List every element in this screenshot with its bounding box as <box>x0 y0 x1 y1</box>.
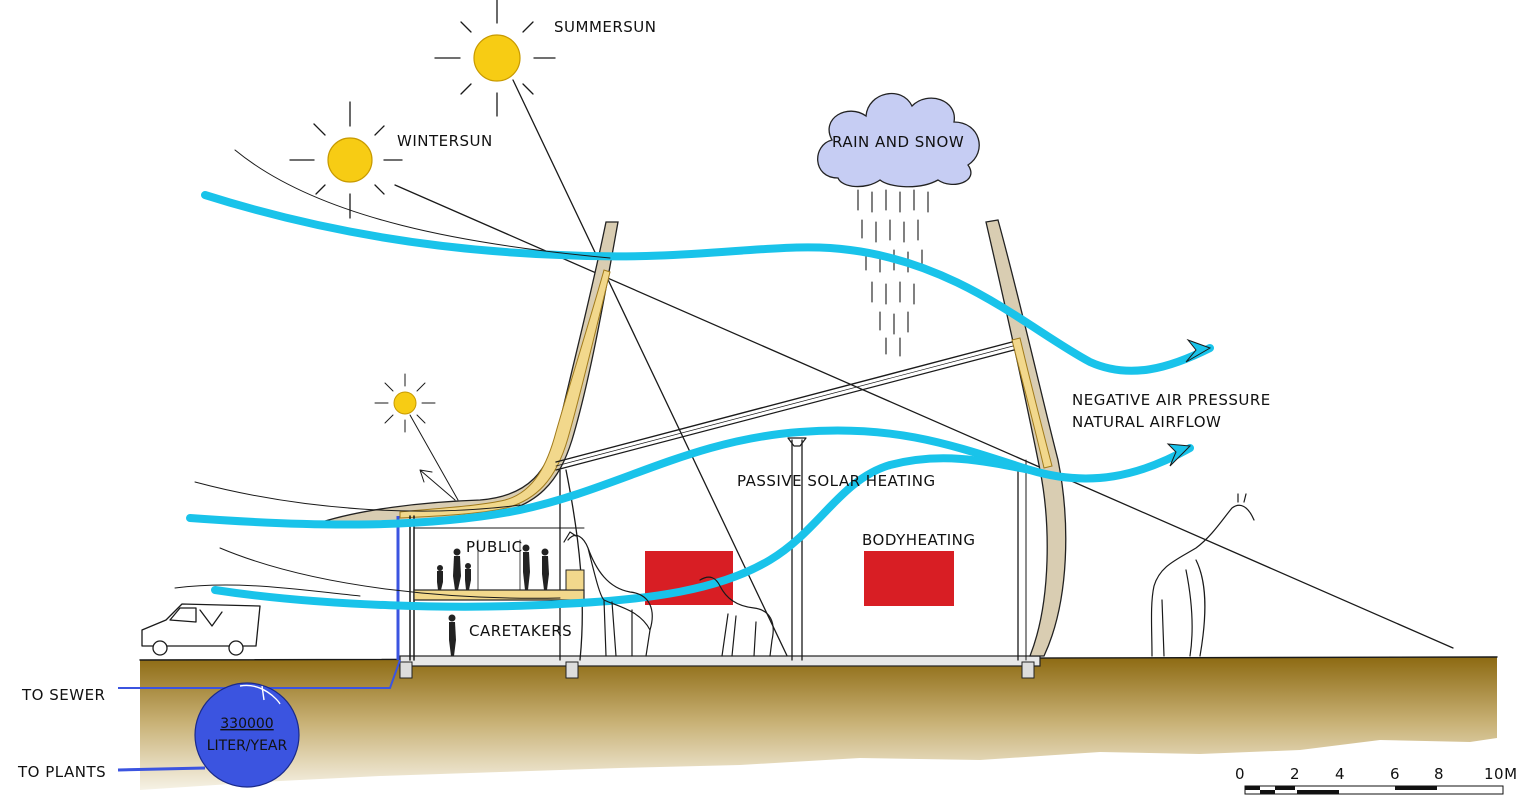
summer-sun-label: SUMMERSUN <box>554 18 657 36</box>
airflow-arrow-icon <box>211 454 1034 611</box>
van-icon <box>141 603 261 656</box>
giraffe-icon <box>1150 493 1255 657</box>
sun-icon <box>434 0 556 117</box>
winter-sun-label: WINTERSUN <box>397 132 493 150</box>
airflow-arrow-icon <box>186 426 1194 529</box>
tank-unit-label: LITER/YEAR <box>207 738 288 754</box>
building-section <box>321 219 1067 679</box>
tank-volume-label: 330000 <box>220 716 273 732</box>
scale-tick-2: 2 <box>1290 765 1300 783</box>
left-insulation <box>399 269 611 519</box>
to-sewer-label: TO SEWER <box>21 686 105 704</box>
airflows <box>174 149 1214 611</box>
to-plants-label: TO PLANTS <box>17 763 106 781</box>
water-system <box>117 659 401 788</box>
negative-air-label-1: NEGATIVE AIR PRESSURE <box>1072 391 1271 409</box>
giraffe-icon <box>699 576 774 657</box>
negative-air-label-2: NATURAL AIRFLOW <box>1072 413 1221 431</box>
roof-glazing-bottom <box>555 349 1015 471</box>
scale-tick-6: 6 <box>1390 765 1400 783</box>
airflow-arrow-icon <box>201 191 1214 375</box>
rain-lines <box>857 189 929 357</box>
scale-tick-10: 10M <box>1484 765 1517 783</box>
heat-panel <box>864 551 954 606</box>
caretakers-label: CARETAKERS <box>469 622 572 640</box>
floor-slab <box>399 655 1041 667</box>
right-shell <box>985 219 1067 657</box>
winter-sun-ray <box>394 184 1454 649</box>
rain-snow-label: RAIN AND SNOW <box>832 133 964 151</box>
cloud-icon <box>817 92 980 188</box>
passive-solar-label: PASSIVE SOLAR HEATING <box>737 472 936 490</box>
right-insulation <box>1011 337 1053 469</box>
public-label: PUBLIC <box>466 538 523 556</box>
summer-sun-ray <box>512 79 791 663</box>
scale-bar: 0 2 4 6 8 10M <box>1235 765 1517 795</box>
roof-glazing-top <box>555 341 1013 463</box>
gallery-deck <box>413 589 585 601</box>
sun-ray-lines <box>394 79 1454 663</box>
giraffe-icon <box>563 531 653 657</box>
sun-icon <box>289 101 403 219</box>
scale-tick-4: 4 <box>1335 765 1345 783</box>
scale-tick-8: 8 <box>1434 765 1444 783</box>
water-tank <box>194 682 300 788</box>
body-heating-label: BODYHEATING <box>862 531 976 549</box>
person-icon <box>437 544 549 656</box>
sun-icon <box>374 373 436 433</box>
scale-tick-0: 0 <box>1235 765 1245 783</box>
